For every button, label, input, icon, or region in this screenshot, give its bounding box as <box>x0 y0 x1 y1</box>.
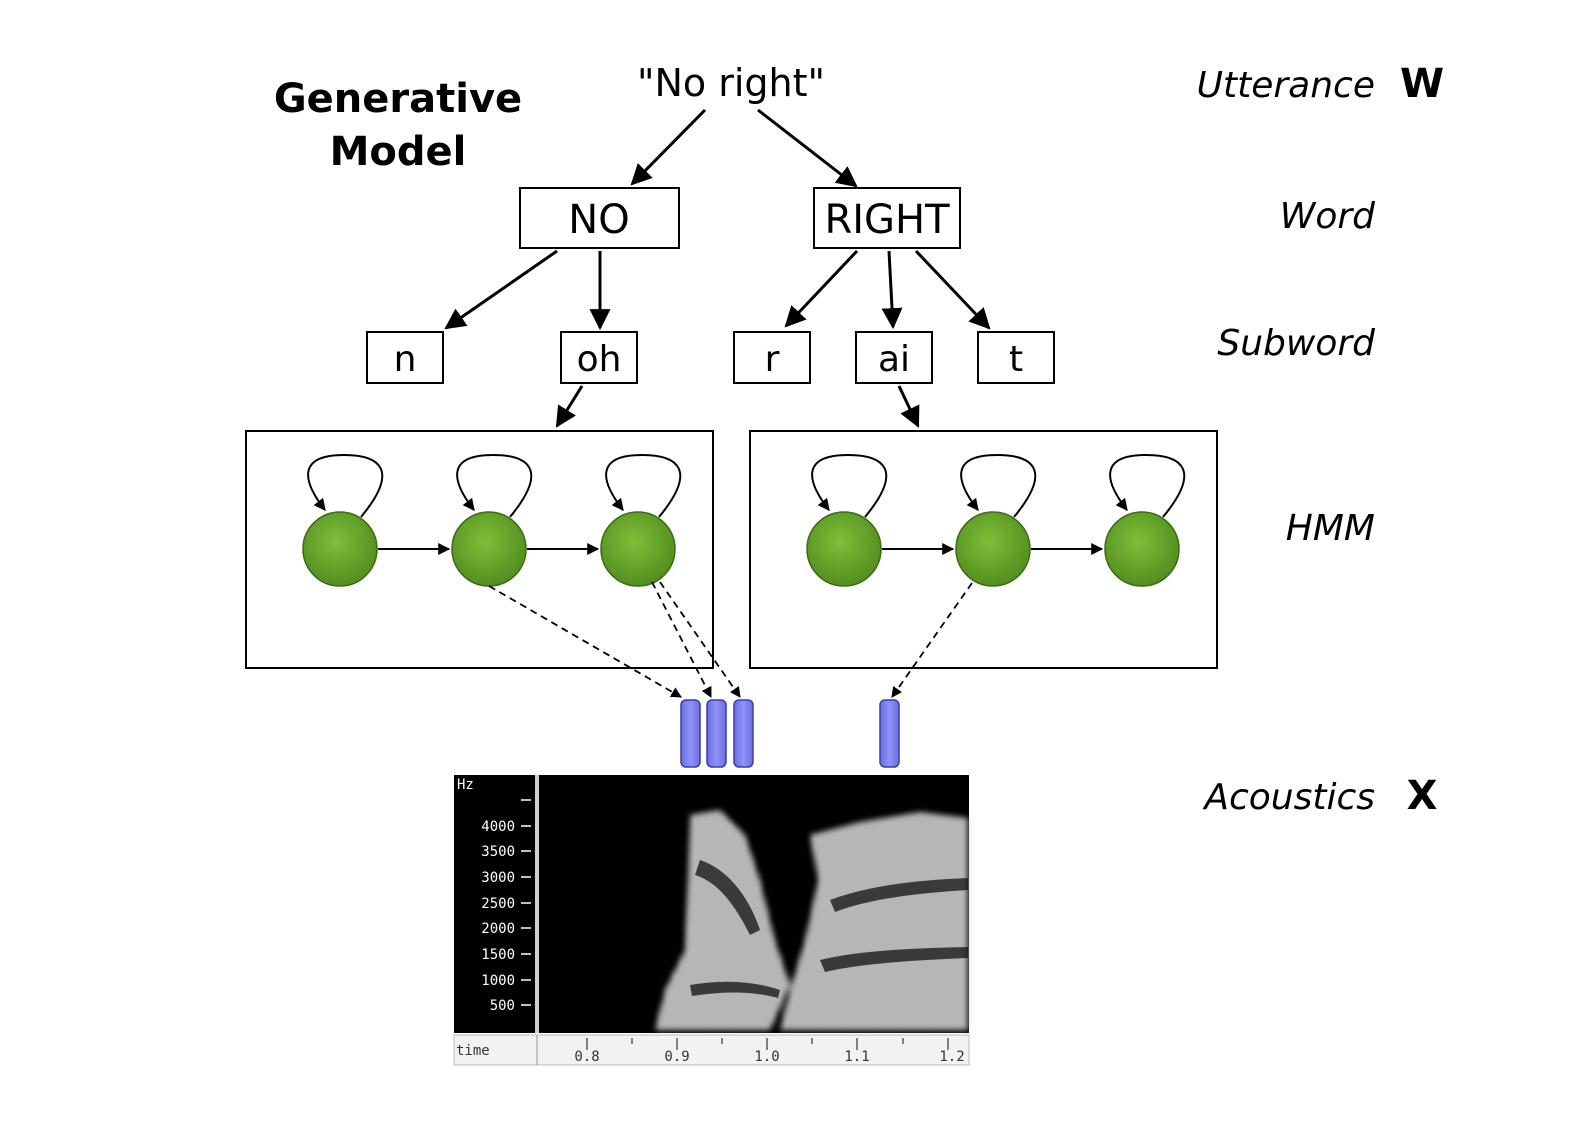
subword-node-r: r <box>733 331 811 384</box>
svg-text:t: t <box>1009 339 1023 380</box>
hmm-state <box>955 511 1031 587</box>
spectrogram-unit: Hz <box>457 777 474 793</box>
acoustic-frame <box>706 699 727 768</box>
svg-text:r: r <box>765 339 780 380</box>
subword-node-oh: oh <box>560 331 638 384</box>
diagram-title-line2: Model <box>330 129 467 175</box>
svg-text:1500: 1500 <box>481 947 515 963</box>
emission-arrows <box>488 581 973 698</box>
svg-text:oh: oh <box>577 339 622 380</box>
hmm-state <box>600 511 676 587</box>
word-node-right: RIGHT <box>813 187 961 249</box>
level-label-hmm: HMM <box>1286 508 1375 549</box>
svg-text:RIGHT: RIGHT <box>824 197 950 243</box>
svg-text:500: 500 <box>490 998 515 1014</box>
svg-text:0.9: 0.9 <box>664 1049 689 1065</box>
svg-text:2000: 2000 <box>481 921 515 937</box>
acoustic-frame <box>680 699 701 768</box>
hmm-state <box>1104 511 1180 587</box>
diagram-title-line1: Generative <box>274 76 522 122</box>
svg-text:1.0: 1.0 <box>754 1049 779 1065</box>
word-node-no: NO <box>519 187 680 249</box>
spectrogram-dark-bands <box>690 860 968 998</box>
utterance-arrows <box>630 108 858 188</box>
svg-text:1000: 1000 <box>481 973 515 989</box>
time-tick-labels: 0.8 0.9 1.0 1.1 1.2 <box>574 1049 964 1065</box>
subword-node-ai: ai <box>855 331 933 384</box>
time-tick-marks <box>586 1038 949 1050</box>
svg-text:NO: NO <box>568 197 629 243</box>
freq-tick-labels: 4000 3500 3000 2500 2000 1500 1000 500 <box>481 819 515 1014</box>
acoustic-frames <box>680 699 900 768</box>
hmm-states <box>302 511 1180 587</box>
acoustic-frame <box>879 699 900 768</box>
svg-text:4000: 4000 <box>481 819 515 835</box>
svg-text:1.1: 1.1 <box>844 1049 869 1065</box>
svg-text:0.8: 0.8 <box>574 1049 599 1065</box>
spectrogram: Hz 4000 3500 3000 2500 2000 1500 1000 50… <box>453 775 970 1066</box>
level-label-subword: Subword <box>1217 323 1376 364</box>
level-label-utterance: Utterance <box>1197 65 1375 106</box>
spectrogram-energy <box>655 810 968 1030</box>
symbol-x: X <box>1407 773 1438 819</box>
subword-node-n: n <box>366 331 444 384</box>
svg-text:ai: ai <box>878 339 910 380</box>
word-arrows <box>444 249 991 331</box>
svg-text:n: n <box>394 339 417 380</box>
acoustic-frame <box>733 699 754 768</box>
utterance-text: "No right" <box>637 61 825 105</box>
subword-node-t: t <box>977 331 1055 384</box>
hmm-self-loops <box>307 453 1186 518</box>
svg-text:1.2: 1.2 <box>939 1049 964 1065</box>
time-axis-label: time <box>456 1043 490 1059</box>
hmm-state <box>451 511 527 587</box>
freq-tick-marks <box>521 799 531 1006</box>
level-label-word: Word <box>1280 196 1376 237</box>
hmm-state <box>806 511 882 587</box>
svg-text:2500: 2500 <box>481 896 515 912</box>
svg-text:3500: 3500 <box>481 844 515 860</box>
svg-text:3000: 3000 <box>481 870 515 886</box>
hmm-state <box>302 511 378 587</box>
symbol-w: W <box>1400 61 1444 107</box>
subword-to-hmm-arrows <box>555 385 920 428</box>
level-label-acoustics: Acoustics <box>1202 777 1375 818</box>
